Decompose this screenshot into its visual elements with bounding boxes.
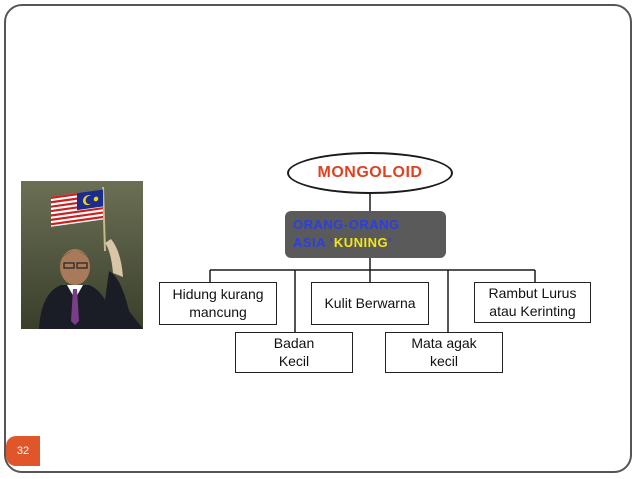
root-label: MONGOLOID [317,164,423,181]
root-node-mongoloid: MONGOLOID [287,152,453,194]
trait-line1: Badan [273,335,315,351]
slide-number-badge: 32 [6,436,40,466]
photo-man-with-flag [21,181,143,329]
group-line2-prefix: ASIA ‘ [293,234,334,250]
trait-line1: Hidung kurang [172,286,264,302]
trait-line2: Kecil [278,352,310,369]
slide-number: 32 [16,445,30,457]
trait-line1: Kulit Berwarna [324,294,416,311]
group-line1: ORANG-ORANG [293,217,400,232]
trait-line2: mancung [189,303,247,320]
trait-kulit: Kulit Berwarna [311,282,429,325]
group-node-asia: ORANG-ORANG ASIA ‘KUNING’ [285,211,446,258]
group-line2: ASIA ‘KUNING’ [293,234,438,252]
group-line2-highlight: KUNING [333,234,389,250]
trait-line2: atau Kerinting [489,302,576,319]
trait-line1: Rambut Lurus [488,285,577,301]
trait-line1: Mata agak [411,335,477,351]
trait-line2: kecil [429,352,458,369]
group-line2-suffix: ’ [388,234,393,250]
